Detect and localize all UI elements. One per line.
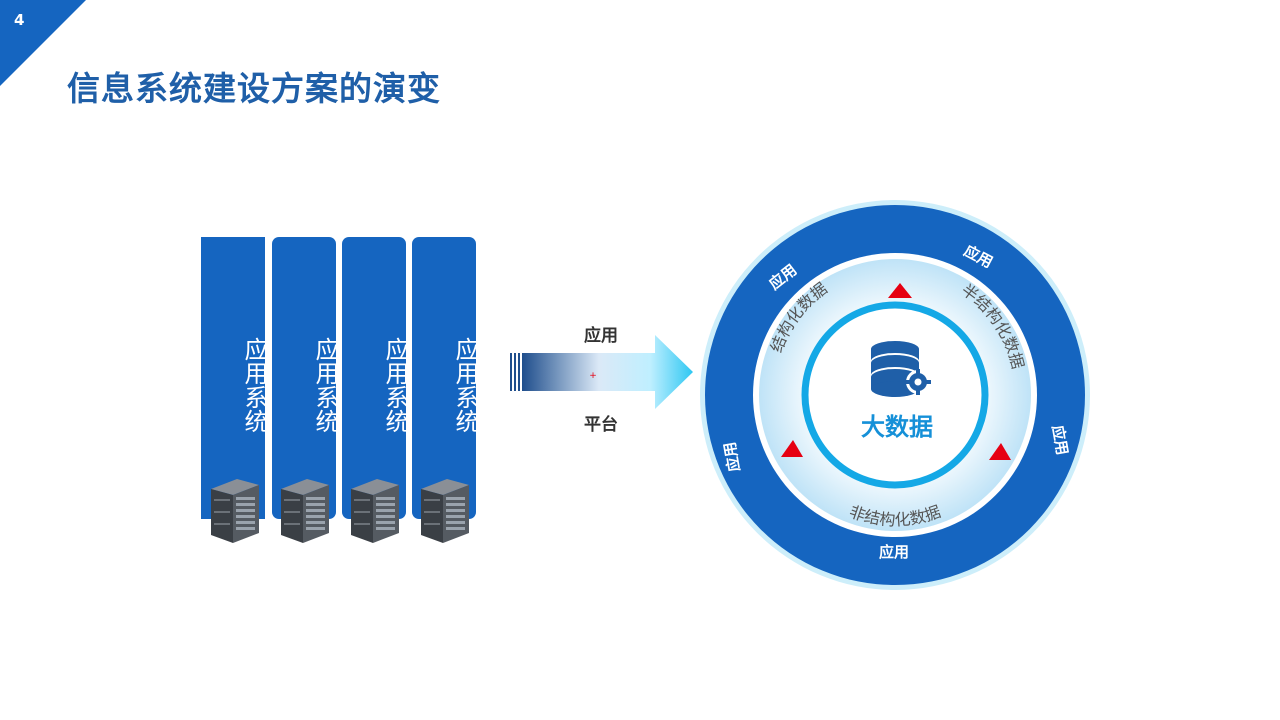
app-system-column-1: 应用系统	[201, 237, 268, 519]
page-title: 信息系统建设方案的演变	[67, 69, 441, 108]
red-triangle-left	[781, 440, 803, 457]
red-triangle-right	[989, 443, 1011, 460]
transition-arrow: +	[510, 335, 693, 409]
server-icon	[421, 479, 469, 543]
arrow-top-label: 应用	[584, 326, 618, 346]
server-icon	[281, 479, 329, 543]
corner-triangle	[0, 0, 86, 86]
app-system-column-3: 应用系统	[342, 237, 409, 519]
page-number: 4	[14, 11, 25, 29]
arrow-bottom-label: 平台	[584, 415, 618, 435]
outer-label-app: 应用	[879, 543, 909, 561]
big-data-ring-diagram: 应用 应用 应用 应用 应用 结构化数据 半结构化数据 非结构化数据 大数据	[700, 200, 1090, 590]
outer-label-app: 应用	[721, 441, 744, 474]
app-system-column-2: 应用系统	[272, 237, 339, 519]
svg-text:+: +	[589, 371, 597, 381]
column-label: 应用系统	[240, 337, 268, 433]
column-label: 应用系统	[381, 337, 409, 433]
center-label: 大数据	[861, 413, 933, 441]
red-triangle-top	[888, 283, 912, 298]
server-icon	[351, 479, 399, 543]
app-system-column-4: 应用系统	[412, 237, 479, 519]
server-icon	[211, 479, 259, 543]
outer-label-app: 应用	[1048, 424, 1071, 457]
database-gear-icon	[871, 341, 931, 397]
column-label: 应用系统	[311, 337, 339, 433]
column-label: 应用系统	[451, 337, 479, 433]
